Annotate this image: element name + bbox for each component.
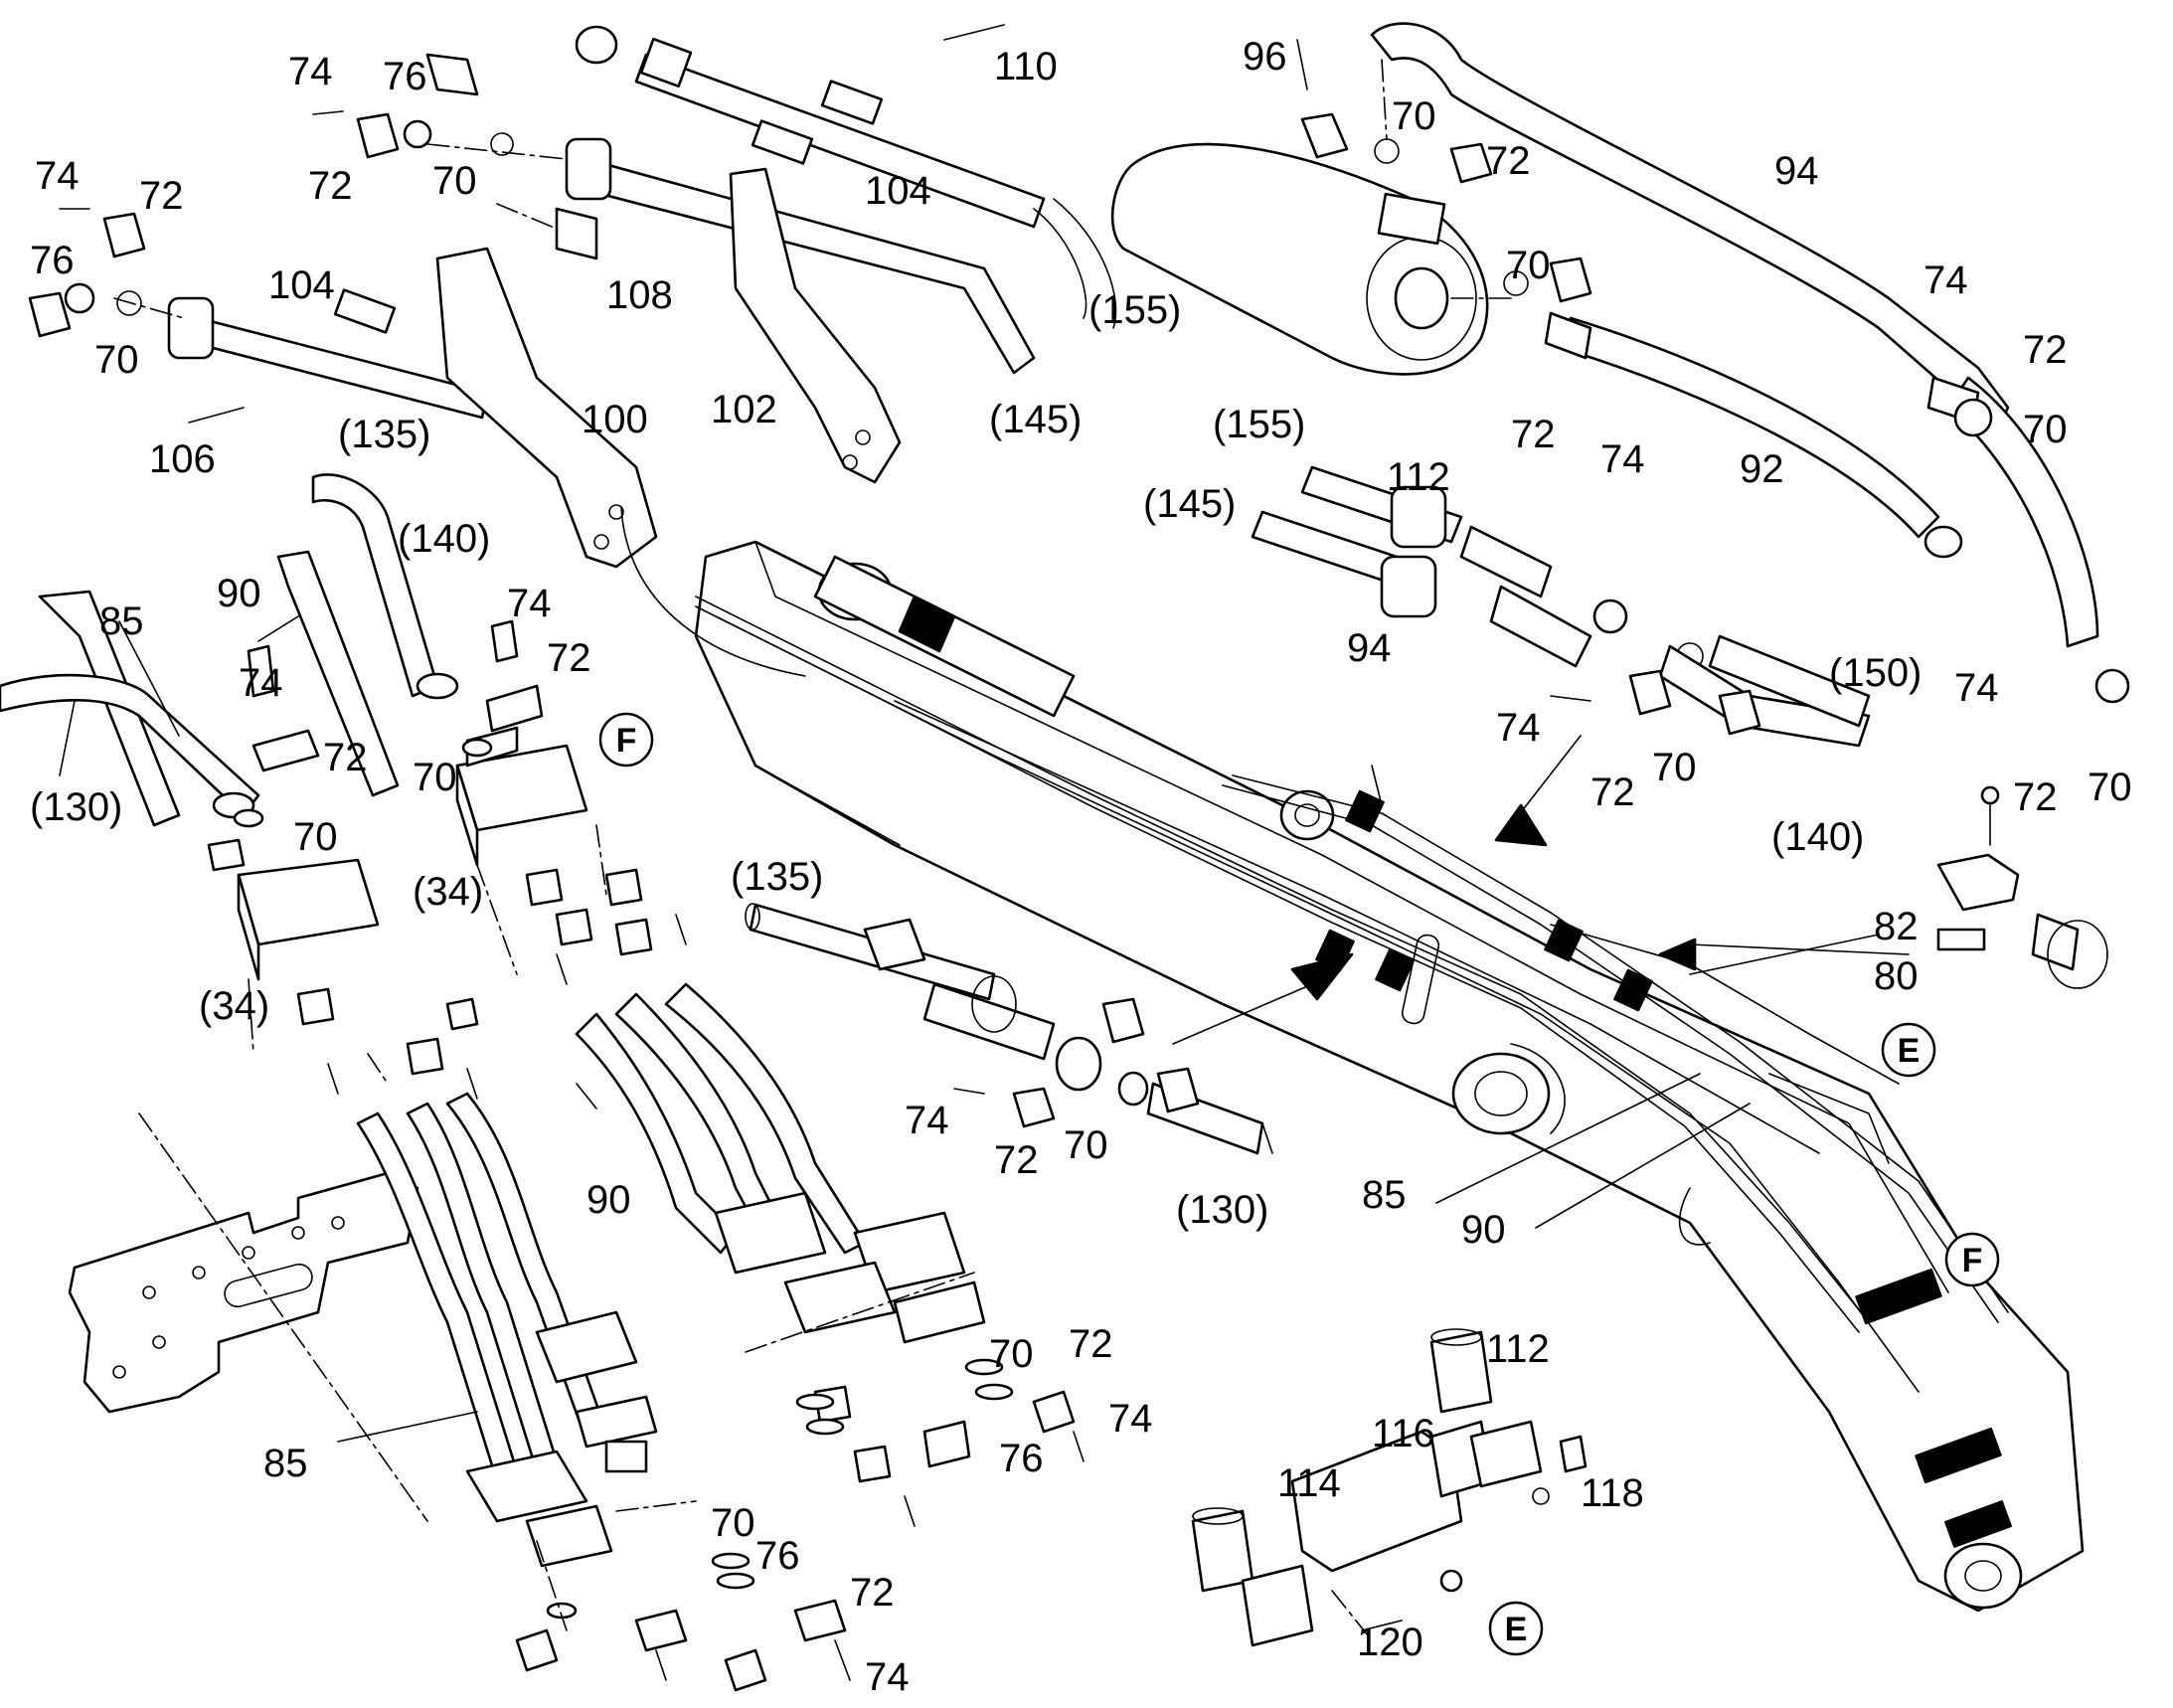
callout-150: (150)	[1829, 651, 1922, 695]
callout-100: 100	[582, 398, 648, 441]
middle-right-fittings	[1251, 465, 2108, 989]
view-marker-f-2: F	[1944, 1232, 2000, 1287]
callout-110: 110	[994, 45, 1058, 88]
callout-145: (145)	[1143, 482, 1236, 526]
callout-74: 74	[288, 50, 333, 93]
callout-102: 102	[711, 388, 777, 431]
callout-82: 82	[1874, 905, 1919, 948]
view-marker-f-1: F	[598, 712, 654, 768]
callout-34: (34)	[199, 984, 269, 1028]
callout-70: 70	[94, 338, 139, 382]
callout-94: 94	[1347, 626, 1392, 670]
callout-34: (34)	[413, 870, 483, 914]
callout-90: 90	[217, 572, 261, 615]
callout-70: 70	[293, 815, 338, 859]
callout-140: (140)	[1771, 815, 1864, 859]
callout-104: 104	[268, 263, 335, 307]
callout-108: 108	[606, 273, 673, 317]
callout-70: 70	[1652, 746, 1697, 789]
callout-72: 72	[547, 636, 591, 680]
callout-72: 72	[2013, 775, 2058, 819]
callout-labels: 110 96 74 76 72 70 104 74 72 76 70 104 1…	[30, 35, 2132, 1699]
lower-left-assembly	[68, 982, 1085, 1692]
callout-76: 76	[999, 1437, 1044, 1480]
svg-text:E: E	[1505, 1611, 1528, 1648]
callout-96: 96	[1243, 35, 1287, 79]
callout-72: 72	[323, 736, 368, 779]
svg-text:F: F	[1962, 1242, 1983, 1280]
callout-70: 70	[1506, 244, 1551, 287]
callout-74: 74	[1496, 706, 1541, 750]
callout-70: 70	[711, 1501, 755, 1545]
callout-74: 74	[865, 1655, 910, 1699]
callout-72: 72	[1590, 770, 1635, 814]
callout-70: 70	[2023, 408, 2068, 451]
callout-74: 74	[507, 582, 552, 625]
callout-140: (140)	[398, 517, 490, 561]
callout-114: 114	[1277, 1461, 1341, 1505]
callout-72: 72	[1511, 413, 1556, 456]
callout-72: 72	[1069, 1322, 1113, 1366]
callout-70: 70	[413, 756, 457, 799]
callout-112: 112	[1387, 455, 1450, 499]
callout-72: 72	[2023, 328, 2068, 372]
callout-92: 92	[1740, 447, 1784, 491]
callout-70: 70	[432, 159, 477, 203]
callout-85: 85	[99, 599, 144, 643]
callout-130: (130)	[1176, 1188, 1268, 1232]
leader-lines	[59, 506, 1751, 1443]
callout-76: 76	[30, 239, 75, 282]
callout-104: 104	[865, 169, 931, 213]
callout-120: 120	[1357, 1621, 1423, 1664]
top-left-pipes	[28, 24, 1117, 569]
callout-72: 72	[1486, 139, 1531, 183]
callout-112: 112	[1486, 1327, 1550, 1371]
callout-85: 85	[263, 1442, 308, 1485]
callout-70: 70	[2088, 766, 2132, 809]
middle-pipe-assembly	[745, 903, 1273, 1155]
callout-74: 74	[1923, 258, 1968, 302]
callout-70: 70	[1064, 1123, 1108, 1167]
callout-135: (135)	[731, 855, 823, 899]
callout-74: 74	[905, 1099, 949, 1142]
callout-70: 70	[989, 1332, 1034, 1376]
callout-106: 106	[149, 437, 216, 481]
callout-130: (130)	[30, 785, 122, 829]
callout-74: 74	[1954, 666, 1999, 710]
callout-145: (145)	[989, 398, 1082, 441]
detail-e-assembly	[1191, 1328, 1588, 1647]
callout-80: 80	[1874, 954, 1919, 998]
callout-135: (135)	[338, 413, 430, 456]
callout-72: 72	[850, 1571, 895, 1615]
callout-90: 90	[1461, 1208, 1506, 1252]
left-manifold-assembly	[0, 473, 687, 1100]
callout-90: 90	[586, 1178, 631, 1222]
callout-155: (155)	[1088, 288, 1181, 332]
parts-drawing	[0, 22, 2130, 1692]
top-right-hoses	[1110, 22, 2130, 704]
callout-70: 70	[1392, 94, 1436, 138]
callout-85: 85	[1362, 1173, 1407, 1217]
callout-74: 74	[239, 661, 283, 705]
callout-94: 94	[1774, 149, 1819, 193]
callout-76: 76	[383, 55, 427, 98]
view-marker-e-1: E	[1881, 1022, 1936, 1078]
svg-text:F: F	[616, 722, 637, 760]
callout-74: 74	[1600, 437, 1645, 481]
callout-118: 118	[1581, 1471, 1644, 1515]
view-marker-e-2: E	[1488, 1601, 1544, 1656]
boom-assembly	[694, 540, 2085, 1613]
callout-72: 72	[308, 164, 353, 208]
callout-74: 74	[35, 154, 80, 198]
svg-text:E: E	[1898, 1032, 1921, 1070]
callout-72: 72	[994, 1138, 1039, 1182]
callout-72: 72	[139, 174, 184, 218]
callout-74: 74	[1108, 1397, 1153, 1441]
callout-76: 76	[755, 1534, 800, 1578]
callout-155: (155)	[1213, 403, 1305, 446]
callout-116: 116	[1372, 1412, 1435, 1455]
